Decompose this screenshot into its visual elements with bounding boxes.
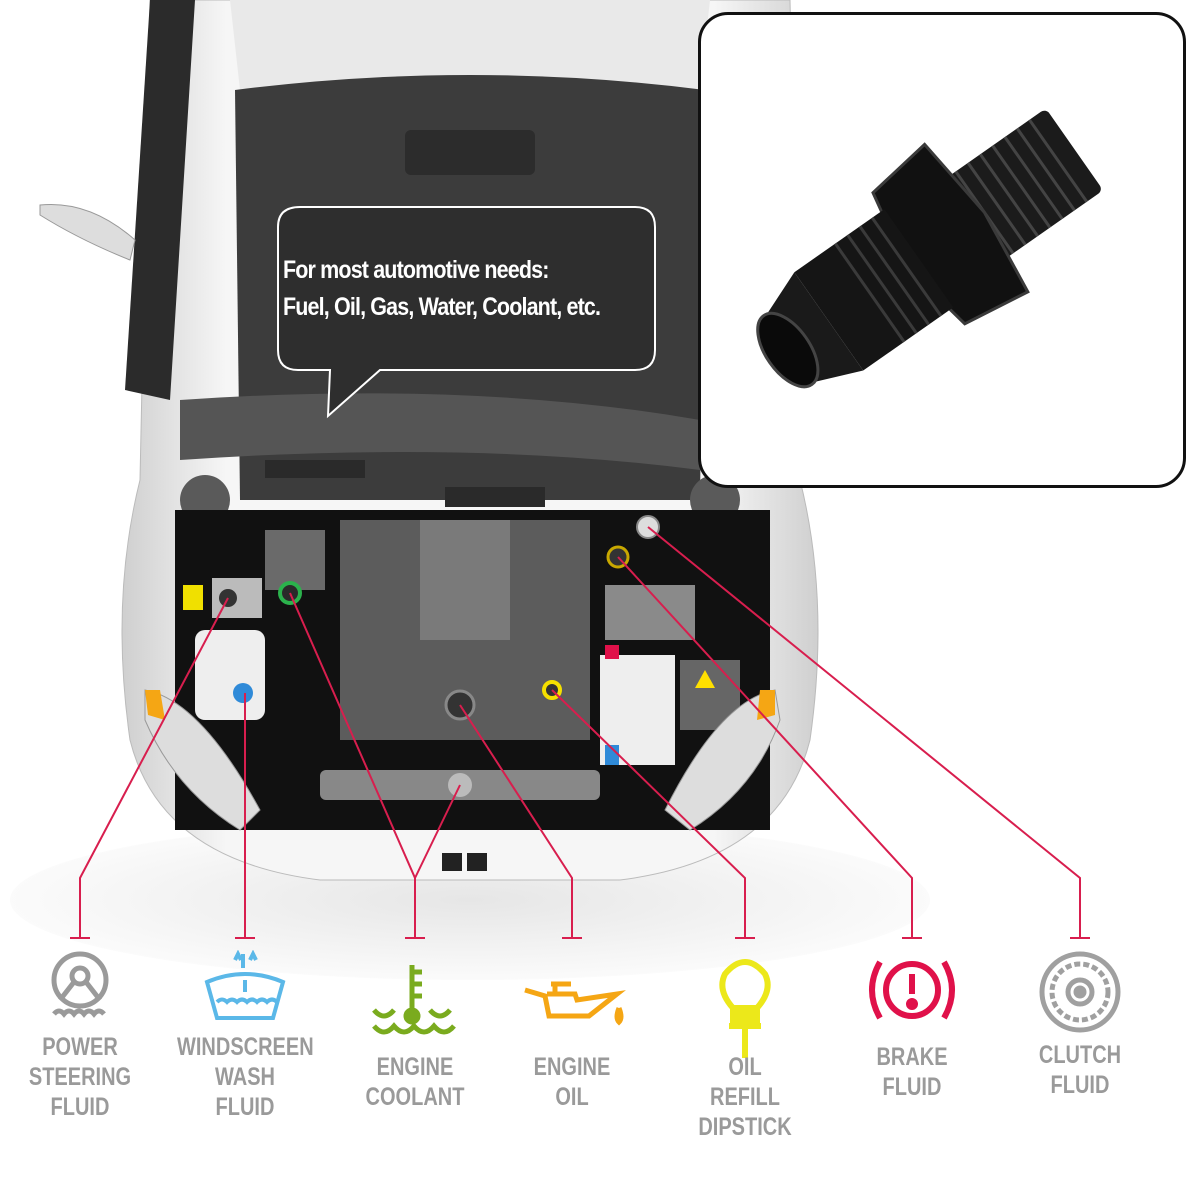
callout-line-2: Fuel, Oil, Gas, Water, Coolant, etc. — [283, 293, 601, 321]
label-line: FLUID — [50, 1093, 110, 1121]
label-line: COOLANT — [365, 1083, 465, 1111]
leader-clutch — [647, 526, 1081, 938]
leader-coolant-b — [414, 784, 461, 879]
leader-brake — [617, 556, 913, 938]
leader-power-steering — [79, 597, 229, 938]
callout-line-1: For most automotive needs: — [283, 256, 549, 284]
label-line: FLUID — [215, 1093, 275, 1121]
windshield — [230, 0, 710, 90]
label-line: DIPSTICK — [698, 1113, 792, 1141]
side-mirror — [39, 203, 136, 261]
oil-can-icon — [524, 981, 626, 1026]
steering-wheel-icon — [51, 951, 109, 1018]
label-line: BRAKE — [876, 1043, 948, 1071]
headlight-left — [144, 689, 261, 831]
label-line: REFILL — [710, 1083, 780, 1111]
product-photo-inset — [698, 12, 1186, 488]
coolant-temperature-icon — [372, 965, 456, 1035]
label-line: WASH — [215, 1063, 275, 1091]
clutch-disc-icon — [1039, 951, 1121, 1033]
dipstick-icon — [719, 959, 771, 1058]
callout-bubble — [277, 206, 656, 419]
leader-dipstick — [551, 689, 746, 938]
leader-engine-oil — [459, 704, 573, 938]
brake-warning-icon — [869, 960, 955, 1020]
label-line: FLUID — [1050, 1071, 1110, 1099]
label-line: CLUTCH — [1038, 1041, 1122, 1069]
label-line: OIL — [728, 1053, 762, 1081]
callout-text: For most automotive needs: Fuel, Oil, Ga… — [283, 252, 601, 326]
label-line: ENGINE — [533, 1053, 611, 1081]
label-line: STEERING — [28, 1063, 132, 1091]
label-line: ENGINE — [376, 1053, 454, 1081]
windscreen-washer-icon — [204, 950, 286, 1020]
label-line: POWER — [42, 1033, 118, 1061]
label-line: OIL — [555, 1083, 589, 1111]
leader-lines — [70, 526, 1090, 939]
label-line: FLUID — [882, 1073, 942, 1101]
a-pillar-left — [125, 0, 195, 400]
headlight-right — [664, 689, 781, 831]
an-fitting-photo — [756, 110, 1101, 389]
label-line: WINDSCREEN — [177, 1033, 314, 1061]
